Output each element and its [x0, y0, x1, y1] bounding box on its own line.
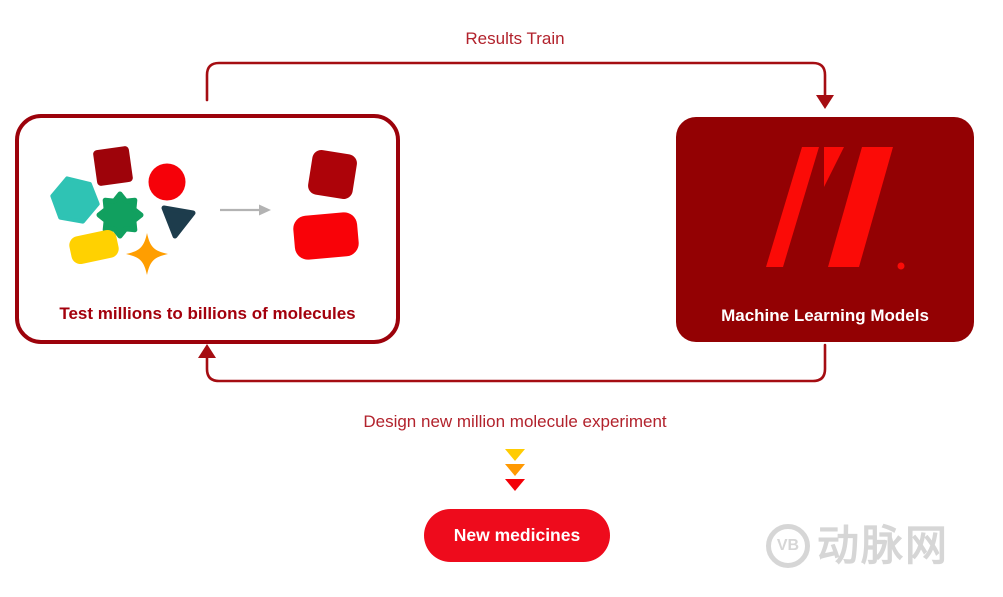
- red-down-triangle-icon: [505, 479, 525, 491]
- green-gear-shape: [96, 191, 144, 239]
- red-circle-shape: [148, 163, 186, 201]
- results-train-arrow: [205, 61, 827, 102]
- vb-logo-icon: VB: [766, 524, 810, 568]
- molecule-shapes-icon: [50, 146, 359, 275]
- orange-down-triangle-icon: [505, 464, 525, 476]
- orange-star-shape: [126, 233, 168, 275]
- results-train-arrowhead-icon: [816, 95, 834, 109]
- logo-left-slash: [766, 147, 819, 267]
- gray-right-arrowhead-icon: [259, 204, 271, 216]
- watermark-text: 动脉网: [817, 522, 950, 569]
- logo-right-slash: [828, 147, 893, 267]
- dark-red-rounded-square-shape: [308, 150, 357, 199]
- down-chevrons-icon: [505, 449, 525, 491]
- molecules-box-label: Test millions to billions of molecules: [59, 304, 356, 323]
- recursion-logo-icon: [766, 147, 905, 270]
- logo-top-wedge: [824, 147, 844, 187]
- teal-hexagon-shape: [50, 176, 100, 224]
- watermark: VB 动脉网: [766, 524, 949, 568]
- results-train-label: Results Train: [465, 29, 565, 48]
- yellow-down-triangle-icon: [505, 449, 525, 461]
- ml-models-box: Machine Learning Models: [676, 117, 974, 342]
- dark-red-square-shape: [93, 146, 133, 186]
- yellow-rounded-rect-shape: [69, 229, 119, 265]
- molecules-box: Test millions to billions of molecules: [15, 114, 400, 344]
- logo-mark-dot: [897, 262, 905, 270]
- ml-models-box-label: Machine Learning Models: [721, 306, 929, 325]
- new-medicines-pill: New medicines: [424, 509, 610, 562]
- navy-triangle-shape: [161, 205, 196, 239]
- red-rounded-rect-shape: [293, 212, 359, 260]
- design-experiment-label: Design new million molecule experiment: [363, 412, 667, 431]
- design-experiment-arrow: [205, 343, 827, 383]
- design-experiment-arrowhead-icon: [198, 344, 216, 358]
